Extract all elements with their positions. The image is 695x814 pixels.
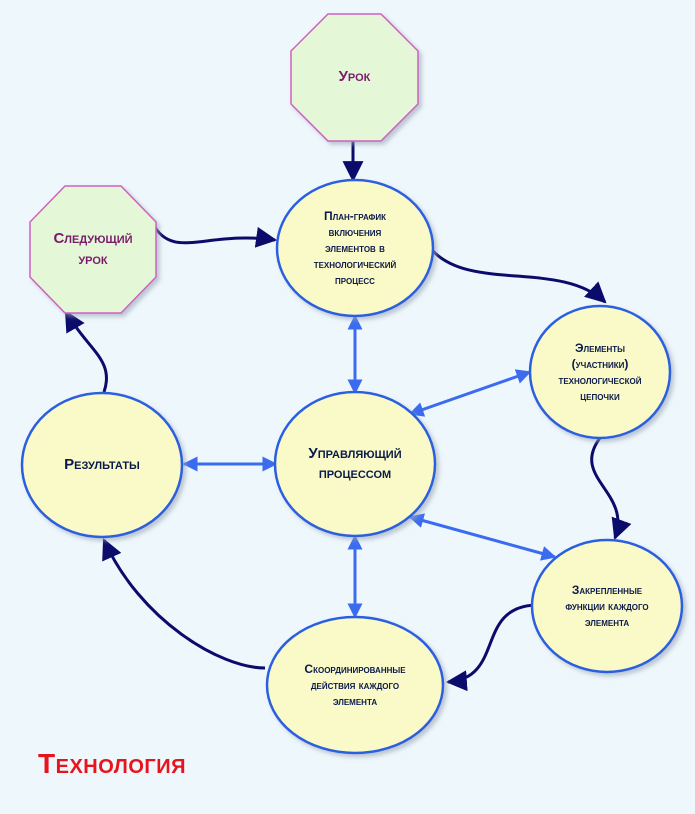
node-manager-label: Управляющий процессом xyxy=(308,444,402,482)
arrow-functions-to-coordinated xyxy=(445,603,536,692)
arrow-coordinated-to-results xyxy=(102,538,266,670)
node-functions-label: Закрепленные функции каждого элемента xyxy=(565,582,649,630)
node-results-shape xyxy=(20,391,184,539)
link-manager-elements xyxy=(408,369,532,417)
node-lesson-shape xyxy=(290,13,419,142)
arrow-plan-to-elements xyxy=(430,248,607,304)
node-lesson-label: Урок xyxy=(338,68,371,86)
node-manager-shape xyxy=(273,390,437,538)
link-manager-functions xyxy=(408,513,557,561)
node-elements-label: Элементы (участники) технологической цеп… xyxy=(558,340,642,404)
arrow-next-lesson-to-plan xyxy=(150,221,278,248)
node-next-lesson-label: Следующий урок xyxy=(53,230,133,268)
node-coordinated-label: Скоординированные действия каждого элеме… xyxy=(304,661,406,709)
node-results-label: Результаты xyxy=(64,455,140,473)
node-plan-label: План-график включения элементов в технол… xyxy=(313,208,397,288)
node-elements-shape xyxy=(528,304,672,440)
arrow-elements-to-functions xyxy=(590,437,632,540)
node-plan-shape xyxy=(275,178,435,318)
node-functions-shape xyxy=(530,538,684,674)
node-next-lesson-shape xyxy=(29,185,157,314)
page-title: Технология xyxy=(38,748,186,779)
node-coordinated-shape xyxy=(265,615,445,755)
arrow-results-to-next-lesson xyxy=(64,310,108,393)
